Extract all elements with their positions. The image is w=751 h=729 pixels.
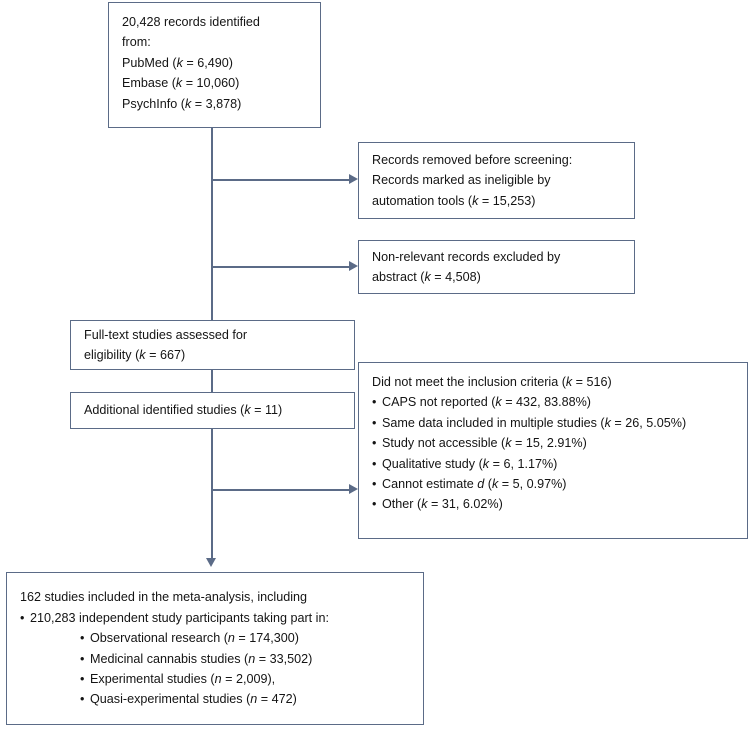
- records-removed-line-3: automation tools (k = 15,253): [372, 193, 536, 208]
- excluded-criteria-heading: Did not meet the inclusion criteria (k =…: [372, 375, 612, 389]
- included-heading: 162 studies included in the meta-analysi…: [20, 590, 308, 605]
- excluded-criteria-item-caps: CAPS not reported (k = 432, 83.88%): [372, 392, 734, 413]
- excluded-criteria-item-qualitative: Qualitative study (k = 6, 1.17%): [372, 454, 734, 475]
- connector-arrow-to-excluded-criteria: [349, 484, 358, 494]
- connector-arrow-to-removed: [349, 174, 358, 184]
- included-subgroup-observational: Observational research (n = 174,300): [80, 628, 329, 649]
- included-subgroups-list: Observational research (n = 174,300) Med…: [20, 628, 329, 710]
- excluded-criteria-item-same-data: Same data included in multiple studies (…: [372, 413, 734, 434]
- full-text-line-2: eligibility (k = 667): [84, 348, 186, 362]
- box-additional-identified-studies: Additional identified studies (k = 11): [70, 392, 355, 429]
- box-non-relevant-records-excluded: Non-relevant records excluded by abstrac…: [358, 240, 635, 294]
- records-identified-psychinfo: PsychInfo (k = 3,878): [122, 96, 242, 111]
- non-relevant-line-2: abstract (k = 4,508): [372, 270, 481, 284]
- included-subgroup-medicinal-cannabis: Medicinal cannabis studies (n = 33,502): [80, 649, 329, 670]
- excluded-criteria-item-not-accessible: Study not accessible (k = 15, 2.91%): [372, 433, 734, 454]
- connector-to-excluded-criteria: [211, 489, 351, 491]
- records-removed-line-1: Records removed before screening:: [372, 152, 573, 167]
- additional-identified-line-1: Additional identified studies (k = 11): [84, 403, 283, 418]
- records-identified-line-2: from:: [122, 35, 151, 50]
- box-full-text-studies-assessed: Full-text studies assessed for eligibili…: [70, 320, 355, 370]
- records-identified-pubmed: PubMed (k = 6,490): [122, 55, 233, 70]
- box-records-removed-before-screening: Records removed before screening: Record…: [358, 142, 635, 219]
- box-did-not-meet-inclusion-criteria: Did not meet the inclusion criteria (k =…: [358, 362, 748, 539]
- connector-arrow-into-included: [206, 558, 216, 567]
- included-participants-list: 210,283 independent study participants t…: [20, 608, 329, 629]
- included-subgroup-quasi-experimental: Quasi-experimental studies (n = 472): [80, 689, 329, 710]
- included-participants-line: 210,283 independent study participants t…: [20, 608, 329, 629]
- included-subgroup-experimental: Experimental studies (n = 2,009),: [80, 669, 329, 690]
- connector-to-non-relevant: [211, 266, 351, 268]
- records-identified-embase: Embase (k = 10,060): [122, 76, 240, 91]
- connector-to-removed: [211, 179, 351, 181]
- excluded-criteria-item-other: Other (k = 31, 6.02%): [372, 494, 734, 515]
- box-studies-included: 162 studies included in the meta-analysi…: [6, 572, 424, 725]
- box-records-identified: 20,428 records identified from: PubMed (…: [108, 2, 321, 128]
- excluded-criteria-item-cannot-estimate: Cannot estimate d (k = 5, 0.97%): [372, 474, 734, 495]
- connector-arrow-to-non-relevant: [349, 261, 358, 271]
- full-text-line-1: Full-text studies assessed for: [84, 327, 248, 342]
- records-removed-line-2: Records marked as ineligible by: [372, 173, 551, 188]
- excluded-criteria-list: CAPS not reported (k = 432, 83.88%) Same…: [372, 392, 734, 515]
- non-relevant-line-1: Non-relevant records excluded by: [372, 249, 561, 264]
- records-identified-line-1: 20,428 records identified: [122, 15, 260, 29]
